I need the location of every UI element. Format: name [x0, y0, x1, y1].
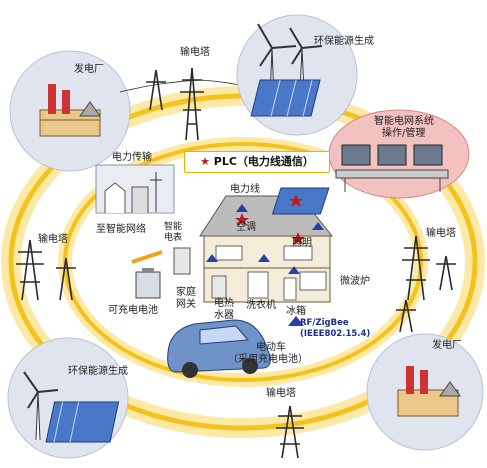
power-line-label: 电力线 — [230, 184, 260, 195]
tower-left-icon — [16, 239, 76, 301]
star-icon: ★ — [200, 155, 210, 168]
power-plant-top-label: 发电厂 — [74, 64, 104, 75]
tower-right-label: 输电塔 — [426, 228, 456, 239]
electric-car-icon — [167, 319, 271, 378]
smart-grid-ops-line2: 操作/管理 — [382, 128, 426, 139]
renewable-top-label: 环保能源生成 — [314, 36, 374, 47]
tower-bottom-icon — [276, 405, 304, 459]
smart-grid-ops-line1: 智能电网系统 — [374, 116, 434, 127]
ev-line2: （采用充电电池） — [228, 354, 308, 365]
plc-stars — [235, 194, 305, 245]
water-heater-line2: 水器 — [214, 310, 234, 321]
home-gateway-line2: 网关 — [176, 299, 196, 310]
renewable-bottom-icon — [7, 337, 129, 459]
smart-meter-line1: 智能 — [164, 222, 183, 232]
rechargeable-battery-label: 可充电电池 — [108, 305, 158, 316]
lighting-label: 照明 — [292, 238, 312, 249]
zigbee-line2: (IEEE802.15.4) — [300, 329, 371, 339]
energy-arrow — [131, 250, 163, 264]
plc-label: PLC（电力线通信） — [213, 155, 314, 168]
power-transmission-icon — [95, 164, 175, 214]
tower-left-label: 输电塔 — [38, 234, 68, 245]
battery-icon — [135, 268, 161, 299]
home-gateway-line1: 家庭 — [176, 287, 196, 298]
power-plant-bottom-label: 发电厂 — [432, 340, 462, 351]
zigbee-label: RF/ZigBee (IEEE802.15.4) — [300, 318, 371, 342]
power-transmission-label: 电力传输 — [112, 152, 152, 163]
tower-bottom-label: 输电塔 — [266, 388, 296, 399]
power-plant-bottom-icon — [366, 299, 484, 451]
signal-arrows — [206, 204, 324, 326]
to-smart-grid-label: 至智能网络 — [96, 224, 146, 235]
house-icon — [173, 187, 334, 303]
washer-label: 洗衣机 — [246, 300, 276, 311]
renewable-bottom-label: 环保能源生成 — [68, 366, 128, 377]
ev-line1: 电动车 — [256, 342, 286, 353]
aircon-label: 空调 — [236, 222, 256, 233]
zigbee-line1: RF/ZigBee — [300, 318, 349, 328]
smart-meter-line2: 电表 — [164, 233, 183, 243]
fridge-label: 冰箱 — [286, 306, 306, 317]
plc-label-box: ★ PLC（电力线通信） — [184, 151, 330, 173]
tower-right-icon — [402, 235, 456, 301]
water-heater-line1: 电热 — [214, 298, 234, 309]
smart-grid-ops-icon — [328, 109, 470, 199]
renewable-top-icon — [236, 14, 358, 136]
microwave-label: 微波炉 — [340, 276, 370, 287]
power-plant-top-icon — [9, 50, 131, 172]
tower-top-label: 输电塔 — [180, 47, 210, 58]
